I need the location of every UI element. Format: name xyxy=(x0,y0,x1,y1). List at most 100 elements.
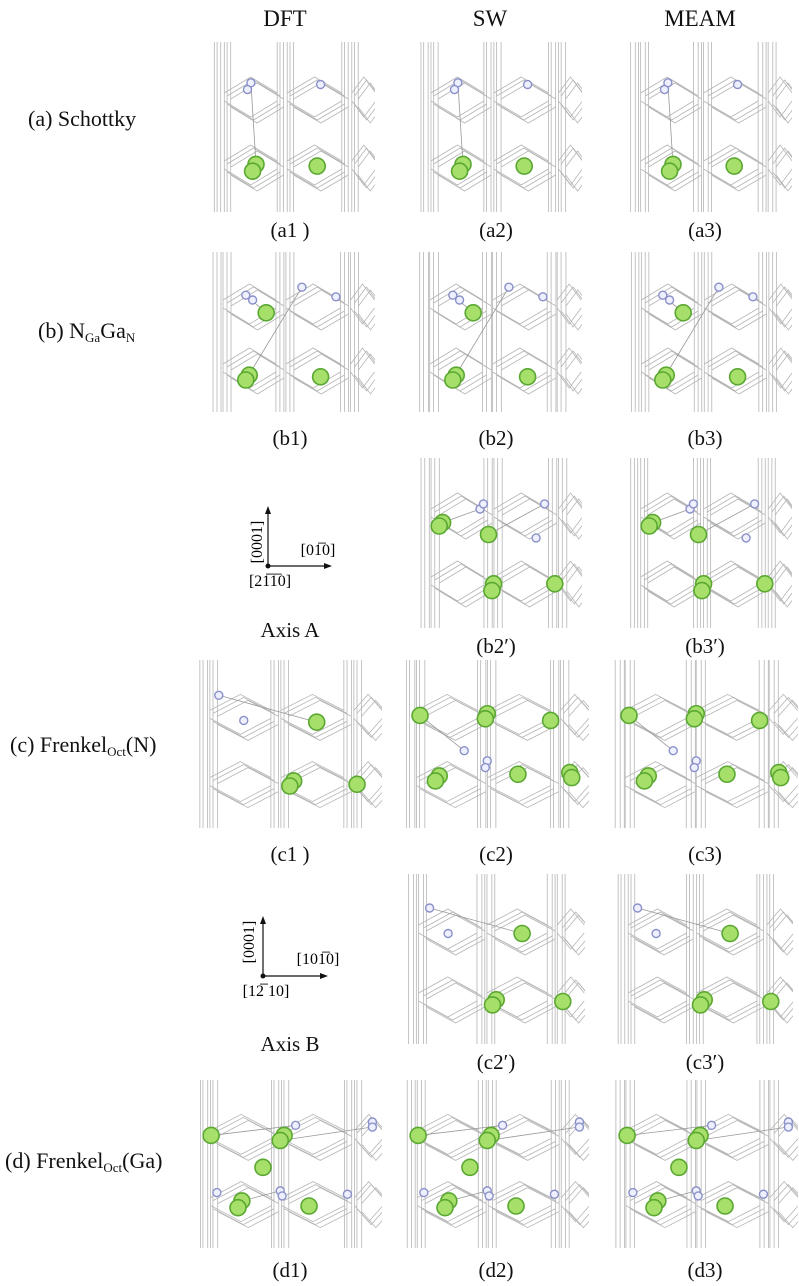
gallium-atom xyxy=(236,371,255,389)
caption-a1: (a1 ) xyxy=(270,218,310,242)
caption-c3-prime: (c3′) xyxy=(685,1050,725,1074)
caption-c1: (c1 ) xyxy=(270,842,310,866)
nitrogen-atom xyxy=(239,715,249,726)
gallium-atom xyxy=(518,368,537,386)
arrowhead-icon xyxy=(320,973,328,979)
gallium-atom xyxy=(718,765,736,784)
lattice-bonds xyxy=(200,1080,382,1248)
gallium-atom xyxy=(546,575,564,593)
row-label-sub: Oct xyxy=(107,744,126,759)
gallium-atom xyxy=(483,996,502,1014)
panel-a3 xyxy=(630,42,792,212)
nitrogen-atom xyxy=(212,1187,222,1198)
lattice-bonds xyxy=(420,458,582,628)
axis-out-label: [12̅ 10] xyxy=(243,983,290,1000)
gallium-atom xyxy=(645,1198,663,1217)
gallium-atom xyxy=(254,1158,272,1177)
nitrogen-atom xyxy=(659,84,670,95)
caption-b3-prime: (b3′) xyxy=(685,634,725,658)
gallium-atom xyxy=(554,992,572,1011)
nitrogen-atom xyxy=(783,1122,794,1132)
gallium-atom xyxy=(348,775,366,794)
row-label-text: (N) xyxy=(125,732,157,757)
gallium-atom xyxy=(476,709,495,728)
nitrogen-atom xyxy=(277,1191,287,1201)
nitrogen-atom xyxy=(242,84,253,95)
gallium-atom xyxy=(762,992,780,1011)
panel-b2 xyxy=(419,252,582,412)
arrowhead-icon xyxy=(324,563,332,569)
gallium-atom xyxy=(311,368,330,386)
gallium-atom xyxy=(513,924,531,943)
row-label-sub: N xyxy=(125,330,136,345)
gallium-atom xyxy=(271,1131,290,1150)
axis-up-label: [0001] xyxy=(249,521,266,564)
axis-origin-dot xyxy=(265,563,271,569)
gallium-atom xyxy=(450,162,469,180)
nitrogen-atom xyxy=(241,290,251,300)
axis-out-label: [21̅1̅0] xyxy=(249,573,291,590)
caption-b1: (b1) xyxy=(272,426,308,450)
caption-a3: (a3) xyxy=(688,218,722,242)
caption-a2: (a2) xyxy=(479,218,513,242)
column-header-meam: MEAM xyxy=(664,6,736,31)
lattice-bonds xyxy=(212,252,375,412)
gallium-atom xyxy=(483,581,501,600)
row-label-text: (c) Frenkel xyxy=(10,732,108,757)
nitrogen-atom xyxy=(449,84,460,95)
nitrogen-atom xyxy=(315,79,326,90)
gallium-atom xyxy=(281,777,299,795)
nitrogen-atom xyxy=(504,282,514,292)
nitrogen-atom xyxy=(539,499,550,509)
lattice-bonds xyxy=(617,874,793,1044)
gallium-atom xyxy=(685,709,704,728)
row-label-sub: Ga xyxy=(85,330,101,345)
nitrogen-atom xyxy=(651,928,661,939)
caption-c3: (c3) xyxy=(688,842,722,866)
gallium-atom xyxy=(562,768,581,787)
nitrogen-atom xyxy=(693,1191,703,1201)
arrowhead-icon xyxy=(260,916,266,924)
gallium-atom xyxy=(693,581,711,600)
gallium-atom xyxy=(674,303,693,322)
nitrogen-atom xyxy=(297,282,307,292)
nitrogen-atom xyxy=(290,1120,301,1131)
gallium-atom xyxy=(308,157,326,175)
lattice-bonds xyxy=(406,1080,589,1248)
nitrogen-atom xyxy=(480,762,491,773)
nitrogen-atom xyxy=(628,1187,638,1198)
gallium-atom xyxy=(409,1126,427,1145)
gallium-atom xyxy=(771,768,790,787)
panel-c1 xyxy=(199,660,382,828)
nitrogen-atom xyxy=(538,292,548,302)
caption-c2-prime: (c2′) xyxy=(476,1050,516,1074)
nitrogen-atom xyxy=(522,79,533,90)
column-header-sw: SW xyxy=(472,6,508,31)
gallium-atom xyxy=(728,368,747,386)
row-label-text: Ga xyxy=(100,318,126,343)
row-label-text: (a) Schottky xyxy=(28,106,137,131)
lattice-bonds xyxy=(630,458,792,628)
panel-b3 xyxy=(630,252,792,412)
gallium-atom xyxy=(436,1198,454,1217)
gallium-atom xyxy=(411,706,429,725)
lattice-bonds xyxy=(630,252,792,412)
lattice-bonds xyxy=(630,42,792,212)
nitrogen-atom xyxy=(748,292,758,302)
lattice-bonds xyxy=(199,660,382,828)
row-label-text: (b) N xyxy=(38,318,86,343)
nitrogen-atom xyxy=(497,1120,508,1131)
caption-b2: (b2) xyxy=(478,426,514,450)
gallium-atom xyxy=(461,1158,479,1177)
nitrogen-atom xyxy=(331,292,341,302)
axis-b-title: Axis B xyxy=(260,1032,320,1056)
nitrogen-atom xyxy=(664,295,675,305)
gallium-atom xyxy=(515,157,533,175)
axis-right-label: [101̅0] xyxy=(297,951,340,968)
lattice-bonds xyxy=(419,252,582,412)
panel-a1 xyxy=(213,42,375,212)
lattice-bonds xyxy=(406,660,589,828)
gallium-atom xyxy=(478,1131,497,1150)
gallium-atom xyxy=(300,1197,318,1215)
panel-c3-prime xyxy=(617,874,793,1044)
